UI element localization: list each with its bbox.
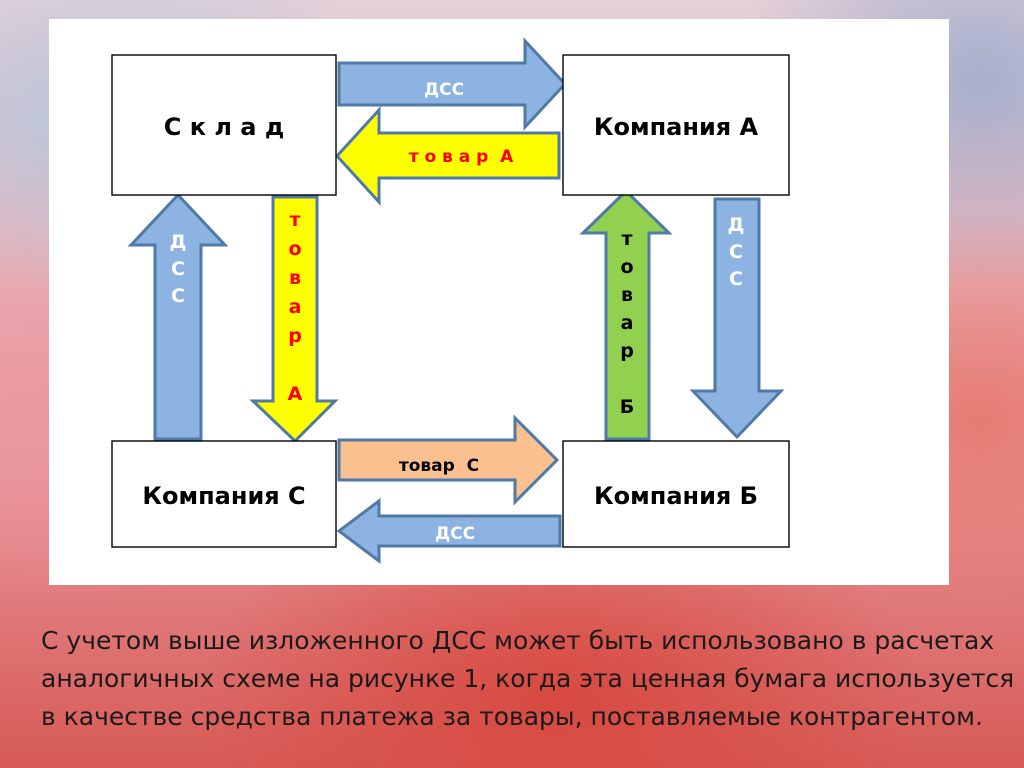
arrow-label-letter: С: [171, 258, 185, 280]
arrow-label-letter: а: [621, 312, 634, 334]
arrow-label-letter: А: [288, 383, 303, 405]
node-company-a: Компания А: [562, 54, 790, 196]
arrow-label-letter: Б: [620, 396, 634, 418]
arrow-label-goods-c: товар С: [399, 456, 479, 476]
node-company-b: Компания Б: [562, 440, 790, 548]
arrow-label-letter: р: [620, 340, 634, 362]
node-company-c: Компания С: [111, 440, 337, 548]
arrow-company-a-to-sklad: т о в а р А: [334, 106, 561, 206]
arrow-company-c-to-company-b: товар С: [337, 414, 560, 506]
arrow-label-letter: о: [620, 256, 633, 278]
arrow-label-letter: в: [621, 284, 633, 306]
arrow-label-letter: р: [288, 325, 302, 347]
caption-text: С учетом выше изложенного ДСС может быть…: [41, 626, 1015, 731]
node-label-company-c: Компания С: [142, 482, 305, 510]
arrow-label-letter: Д: [170, 231, 187, 253]
arrow-sklad-to-company-a: ДСС: [337, 37, 568, 131]
arrow-label-letter: т: [289, 209, 300, 231]
arrow-label-dcc-bottom: ДСС: [435, 524, 475, 544]
node-sklad: С к л а д: [111, 54, 337, 196]
arrow-label-letter: а: [289, 296, 302, 318]
arrow-label-goods-a-top: т о в а р А: [409, 147, 514, 167]
node-label-company-b: Компания Б: [594, 482, 758, 510]
arrow-label-dcc-top: ДСС: [424, 80, 464, 100]
arrow-label-letter: т: [621, 228, 632, 250]
node-label-sklad: С к л а д: [164, 113, 284, 141]
arrow-label-letter: о: [288, 238, 301, 260]
arrow-label-letter: С: [729, 241, 743, 263]
arrow-label-letter: в: [289, 267, 301, 289]
arrow-label-letter: Д: [728, 214, 745, 236]
node-label-company-a: Компания А: [594, 113, 759, 141]
arrow-company-b-to-company-c: ДСС: [336, 498, 562, 564]
arrow-label-letter: С: [171, 285, 185, 307]
arrow-label-letter: С: [729, 268, 743, 290]
